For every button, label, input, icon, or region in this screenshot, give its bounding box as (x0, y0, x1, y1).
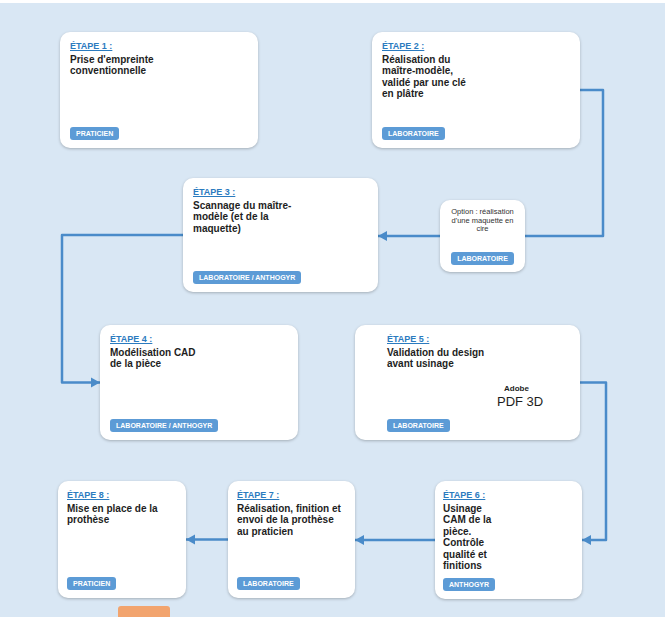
brand-text: Adobe (504, 384, 529, 393)
step-text: Usinage CAM de la pièce. Contrôle qualit… (443, 503, 507, 572)
actor-tag: LABORATOIRE (237, 577, 300, 590)
actor-tag: PRATICIEN (70, 127, 119, 140)
flow-arrow (186, 535, 228, 545)
step-title: ÉTAPE 6 : (443, 490, 507, 501)
step-title: ÉTAPE 4 : (110, 334, 204, 345)
step-box: ÉTAPE 3 : Scannage du maître-modèle (et d… (183, 178, 378, 292)
flow-arrow (580, 383, 606, 546)
flow-arrow (355, 535, 435, 545)
step-text: Mise en place de la prothèse (67, 503, 175, 526)
actor-tag: LABORATOIRE / ANTHOGYR (110, 419, 218, 432)
step-title: ÉTAPE 2 : (382, 41, 478, 52)
icon-text: PDF (503, 342, 523, 353)
step-box: ÉTAPE 4 : Modélisation CAD de la pièceLAB… (100, 325, 298, 440)
step-text: Validation du design avant usinage (387, 347, 487, 370)
step-text: Réalisation, finition et envoi de la pro… (237, 503, 345, 538)
step-title: ÉTAPE 3 : (193, 187, 301, 198)
step-box: ÉTAPE 8 : Mise en place de la prothèsePRA… (58, 481, 186, 598)
actor-tag: LABORATOIRE (451, 252, 514, 265)
step-title: ÉTAPE 5 : (387, 334, 487, 345)
step-text: Modélisation CAD de la pièce (110, 347, 204, 370)
option-box: Option : réalisation d'une maquette en c… (440, 200, 525, 272)
actor-tag: LABORATOIRE (387, 419, 450, 432)
step-text: Réalisation du maître-modèle, validé par… (382, 54, 478, 100)
actor-tag: PRATICIEN (67, 577, 116, 590)
step-box: ÉTAPE 2 : Réalisation du maître-modèle, v… (372, 32, 580, 148)
step-title: ÉTAPE 1 : (70, 41, 162, 52)
step-text: Option : réalisation d'une maquette en c… (445, 208, 520, 234)
top-rule (0, 0, 665, 3)
step-title: ÉTAPE 7 : (237, 490, 345, 501)
actor-tag: LABORATOIRE / ANTHOGYR (193, 271, 301, 284)
actor-tag: LABORATOIRE (382, 127, 445, 140)
step-box: ÉTAPE 7 : Réalisation, finition et envoi … (228, 481, 355, 598)
step-text: Scannage du maître-modèle (et de la maqu… (193, 200, 301, 235)
step-text: Prise d'empreinte conventionnelle (70, 54, 162, 77)
step-box: ÉTAPE 1 : Prise d'empreinte conventionnel… (60, 32, 258, 148)
step-box: ÉTAPE 5 : Validation du design avant usin… (355, 325, 580, 440)
page-tab (118, 606, 170, 617)
step-title: ÉTAPE 8 : (67, 490, 175, 501)
icon-caption: PDF 3D (497, 394, 543, 409)
step-box: ÉTAPE 6 : Usinage CAM de la pièce. Contrô… (435, 481, 582, 599)
actor-tag: ANTHOGYR (443, 578, 495, 591)
flow-arrow (378, 231, 440, 241)
